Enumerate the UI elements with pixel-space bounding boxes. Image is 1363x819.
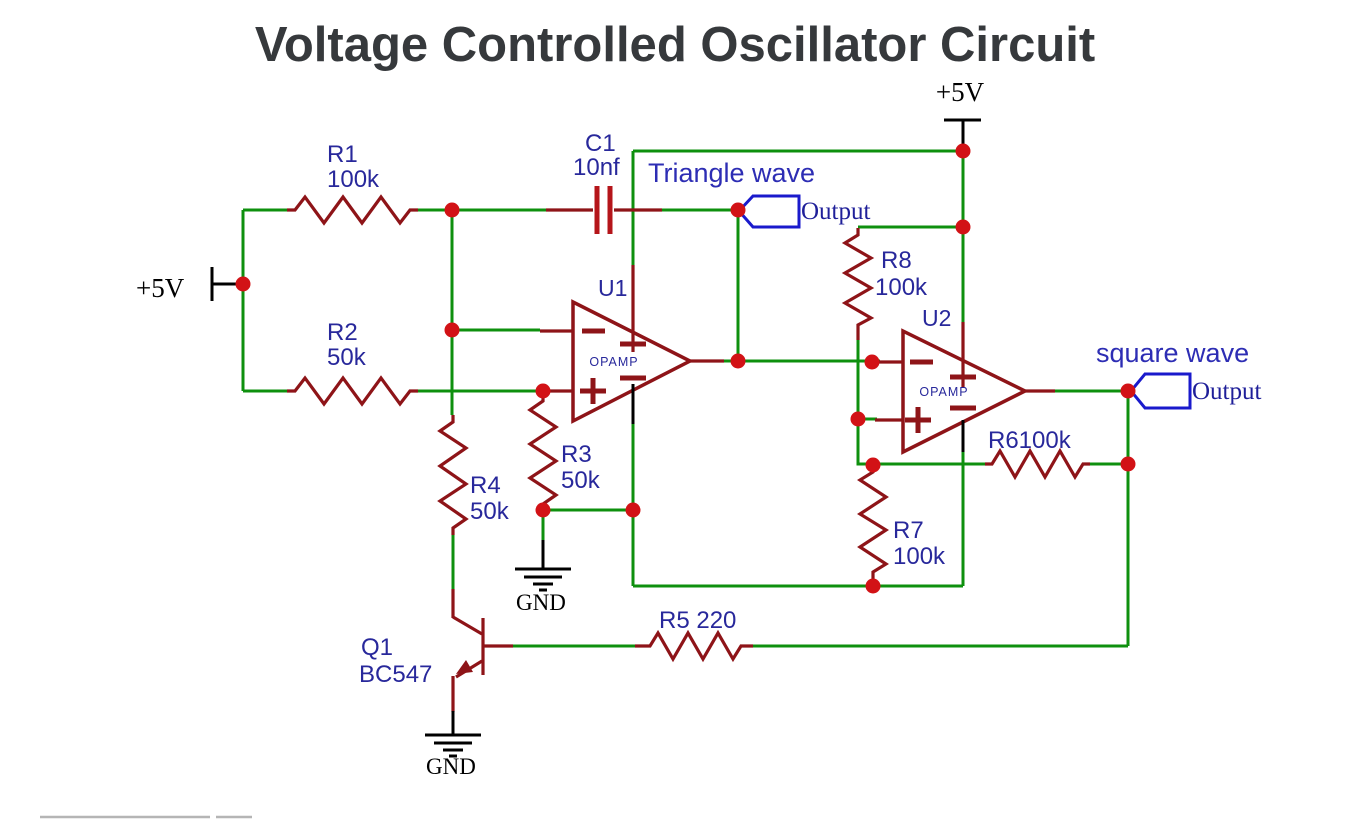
resistor-body bbox=[985, 447, 1090, 481]
square-wave-caption: square wave bbox=[1096, 338, 1249, 368]
resistor-r5: R5 220 bbox=[635, 607, 753, 663]
noninverting-input-mark bbox=[580, 378, 606, 404]
resistor-body bbox=[287, 194, 418, 226]
junction-dot bbox=[850, 411, 866, 427]
triangle-wave-caption: Triangle wave bbox=[648, 158, 815, 188]
junction-dot bbox=[444, 202, 460, 218]
gnd1-label: GND bbox=[516, 590, 566, 615]
junction-dot bbox=[1120, 456, 1136, 472]
junction-dot bbox=[1120, 383, 1136, 399]
resistor-body bbox=[857, 465, 889, 586]
r3-value-label: 50k bbox=[561, 467, 601, 494]
power-top-label: +5V bbox=[936, 77, 985, 107]
junction-dot bbox=[865, 578, 881, 594]
gnd2-label: GND bbox=[426, 754, 476, 779]
output-tag-triangle: Output Triangle wave bbox=[648, 158, 871, 229]
junction-dot bbox=[730, 353, 746, 369]
emitter-arrow bbox=[456, 660, 473, 674]
junction-dot bbox=[444, 322, 460, 338]
r5-label: R5 220 bbox=[659, 607, 736, 634]
r4-ref-label: R4 bbox=[470, 472, 501, 499]
power-terminal-top: +5V bbox=[936, 77, 985, 151]
square-output-label: Output bbox=[1192, 378, 1262, 405]
junction-dot bbox=[625, 502, 641, 518]
u2-ref-label: U2 bbox=[922, 305, 951, 331]
c1-ref-label: C1 bbox=[585, 130, 616, 157]
resistor-r7: R7 100k bbox=[857, 465, 946, 586]
resistor-body bbox=[841, 228, 875, 340]
collector-diagonal bbox=[452, 615, 483, 636]
junction-dot bbox=[955, 219, 971, 235]
triangle-output-label: Output bbox=[801, 198, 871, 225]
transistor-q1: Q1 BC547 bbox=[359, 589, 513, 712]
resistor-r2: R2 50k bbox=[287, 319, 418, 407]
resistor-body bbox=[437, 415, 469, 535]
junction-dot bbox=[730, 202, 746, 218]
u2-type-label: OPAMP bbox=[919, 385, 968, 399]
output-tag-shape bbox=[736, 194, 801, 229]
resistor-body bbox=[635, 629, 753, 663]
r2-value-label: 50k bbox=[327, 344, 367, 371]
resistor-body bbox=[287, 375, 418, 407]
junction-dot bbox=[864, 354, 880, 370]
r4-value-label: 50k bbox=[470, 498, 510, 525]
q1-value-label: BC547 bbox=[359, 661, 432, 688]
opamp-u2: OPAMP U2 bbox=[875, 305, 1055, 455]
r8-ref-label: R8 bbox=[881, 247, 912, 274]
noninverting-input-mark bbox=[905, 407, 931, 433]
output-tag-square: Output square wave bbox=[1096, 338, 1262, 410]
r1-value-label: 100k bbox=[327, 166, 380, 193]
opamp-u1: OPAMP U1 bbox=[540, 265, 724, 424]
q1-ref-label: Q1 bbox=[361, 634, 393, 661]
resistor-r4: R4 50k bbox=[437, 415, 510, 535]
ground-symbol-2: GND bbox=[425, 711, 481, 779]
resistor-r6: R6100k bbox=[985, 427, 1090, 481]
r8-value-label: 100k bbox=[875, 274, 928, 301]
power-terminal-left: +5V bbox=[136, 267, 243, 303]
wires bbox=[241, 149, 1130, 648]
r2-ref-label: R2 bbox=[327, 319, 358, 346]
u1-ref-label: U1 bbox=[598, 275, 627, 301]
resistor-r3: R3 50k bbox=[527, 391, 601, 510]
junction-dot bbox=[865, 457, 881, 473]
resistor-body bbox=[527, 391, 559, 510]
c1-value-label: 10nf bbox=[573, 154, 620, 181]
power-left-label: +5V bbox=[136, 273, 185, 303]
junction-dot bbox=[535, 502, 551, 518]
r6-label: R6100k bbox=[988, 427, 1072, 454]
r7-value-label: 100k bbox=[893, 543, 946, 570]
junction-dots bbox=[235, 143, 1136, 594]
output-tag-shape bbox=[1129, 372, 1192, 410]
u1-type-label: OPAMP bbox=[589, 355, 638, 369]
resistor-r8: R8 100k bbox=[841, 228, 928, 340]
junction-dot bbox=[235, 276, 251, 292]
junction-dot bbox=[535, 383, 551, 399]
resistor-r1: R1 100k bbox=[287, 141, 418, 226]
r3-ref-label: R3 bbox=[561, 441, 592, 468]
capacitor-c1: C1 10nf bbox=[546, 130, 662, 234]
r1-ref-label: R1 bbox=[327, 141, 358, 168]
junction-dot bbox=[955, 143, 971, 159]
r7-ref-label: R7 bbox=[893, 517, 924, 544]
page-title: Voltage Controlled Oscillator Circuit bbox=[255, 18, 1095, 72]
ground-symbol-1: GND bbox=[515, 540, 571, 615]
